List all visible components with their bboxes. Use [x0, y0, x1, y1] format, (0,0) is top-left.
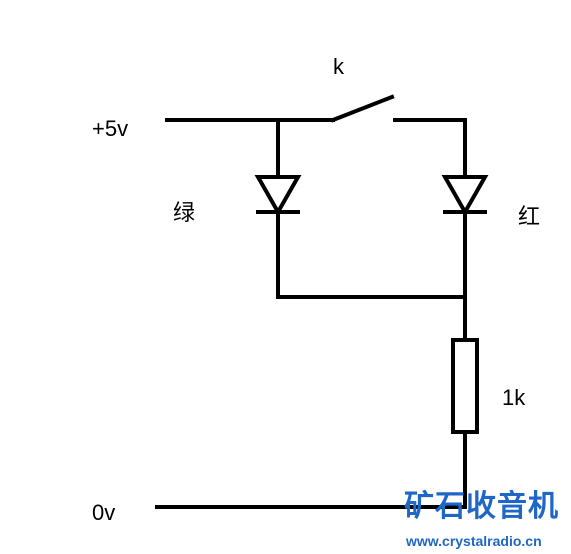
watermark: 矿石收音机 www.crystalradio.cn [396, 492, 571, 554]
resistor [451, 338, 479, 434]
red-led-label: 红 [518, 204, 541, 229]
watermark-title: 矿石收音机 [404, 489, 559, 524]
ground-label: 0v [92, 500, 116, 525]
red-led-diode-icon [441, 175, 489, 217]
watermark-url: www.crystalradio.cn [406, 533, 542, 549]
switch-blade [330, 94, 395, 123]
switch-label: k [333, 54, 344, 79]
supply-voltage-label: +5v [92, 116, 129, 141]
green-led-diode-icon [254, 175, 302, 217]
green-led-label: 绿 [173, 200, 196, 225]
resistor-label: 1k [502, 385, 526, 410]
